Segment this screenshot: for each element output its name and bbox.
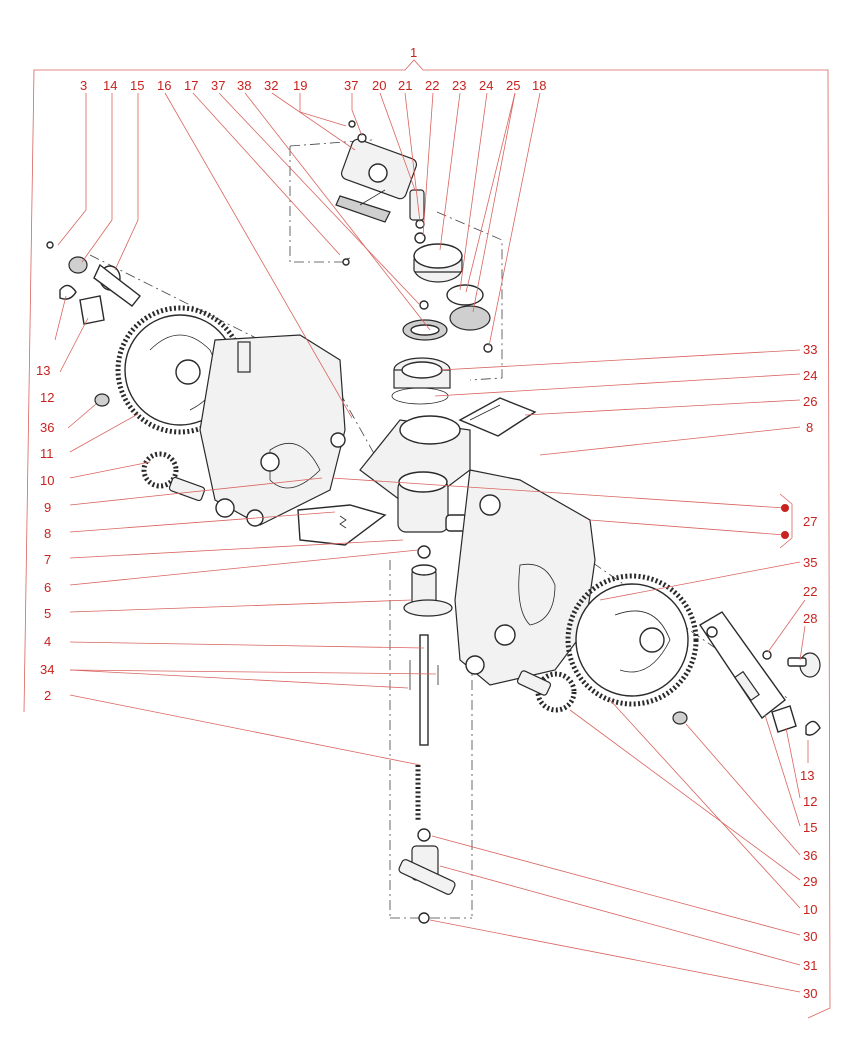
label-16: 16: [157, 78, 171, 93]
label-24-right: 24: [803, 368, 817, 383]
label-21: 21: [398, 78, 412, 93]
label-18: 18: [532, 78, 546, 93]
label-29: 29: [803, 874, 817, 889]
label-13-left: 13: [36, 363, 50, 378]
label-26: 26: [803, 394, 817, 409]
label-11: 11: [40, 446, 54, 461]
label-37-right: 37: [344, 78, 358, 93]
label-6: 6: [44, 580, 51, 595]
label-14: 14: [103, 78, 117, 93]
label-37-left: 37: [211, 78, 225, 93]
callout-labels: 1 3 14 15 16 17 37 38 32 19 37 20 21 22 …: [36, 45, 817, 1001]
label-31: 31: [803, 958, 817, 973]
label-3: 3: [80, 78, 87, 93]
label-5: 5: [44, 606, 51, 621]
label-20: 20: [372, 78, 386, 93]
label-36-left: 36: [40, 420, 54, 435]
label-36-right: 36: [803, 848, 817, 863]
label-35: 35: [803, 555, 817, 570]
label-33: 33: [803, 342, 817, 357]
label-25: 25: [506, 78, 520, 93]
label-38: 38: [237, 78, 251, 93]
label-24-top: 24: [479, 78, 493, 93]
left-drive-unit: [46, 241, 387, 546]
label-12-left: 12: [40, 390, 54, 405]
label-28: 28: [803, 611, 817, 626]
assembly-bracket: [23, 59, 831, 1019]
label-30-lower: 30: [803, 986, 817, 1001]
label-12-right: 12: [803, 794, 817, 809]
label-15-left: 15: [130, 78, 144, 93]
label-10-right: 10: [803, 902, 817, 917]
label-2: 2: [44, 688, 51, 703]
label-7: 7: [44, 552, 51, 567]
label-30-upper: 30: [803, 929, 817, 944]
valve-head-assembly: [335, 120, 493, 353]
label-15-right: 15: [803, 820, 817, 835]
right-drive-unit: [454, 469, 821, 736]
filter-column: [359, 300, 537, 533]
label-22-right: 22: [803, 584, 817, 599]
label-17: 17: [184, 78, 198, 93]
shaft-and-spring: [398, 545, 456, 924]
label-4: 4: [44, 634, 51, 649]
label-13-right: 13: [800, 768, 814, 783]
label-19: 19: [293, 78, 307, 93]
label-1: 1: [410, 45, 417, 60]
label-8-left: 8: [44, 526, 51, 541]
label-34: 34: [40, 662, 54, 677]
label-27: 27: [803, 514, 817, 529]
label-8-right: 8: [806, 420, 813, 435]
label-10-left: 10: [40, 473, 54, 488]
leader-lines: [54, 92, 809, 993]
label-23: 23: [452, 78, 466, 93]
label-32: 32: [264, 78, 278, 93]
label-22-top: 22: [425, 78, 439, 93]
label-9: 9: [44, 500, 51, 515]
